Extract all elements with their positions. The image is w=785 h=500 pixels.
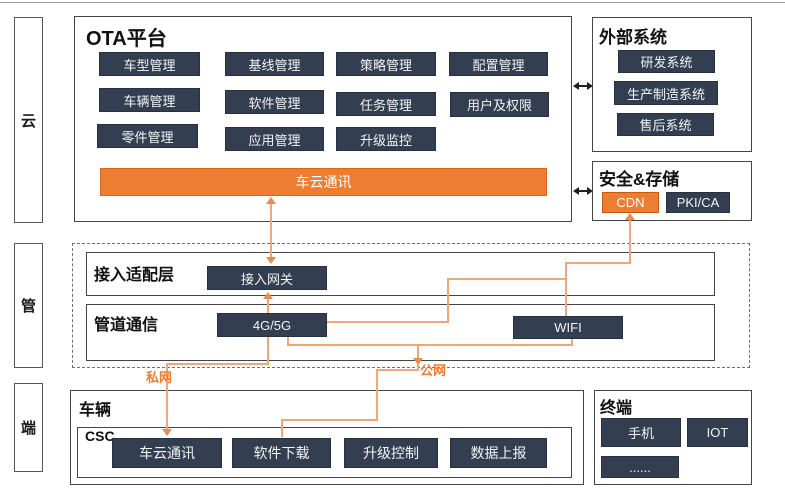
- cdn-button: CDN: [602, 192, 659, 213]
- pipe-comm-title: 管道通信: [94, 317, 159, 334]
- wifi-button: WIFI: [513, 316, 623, 339]
- bidirectional-arrow-external: [573, 82, 579, 90]
- bidirectional-arrow-security: [578, 190, 589, 192]
- access-gateway-button: 接入网关: [207, 266, 327, 290]
- ota-module-button: 策略管理: [336, 52, 436, 76]
- connector-line: [281, 419, 378, 421]
- pipe-layer-dashed-box: [72, 243, 750, 368]
- cellular-4g5g-button: 4G/5G: [217, 313, 327, 337]
- cloud-comm-bus: 车云通讯: [100, 168, 547, 196]
- connector-line: [281, 419, 283, 437]
- arrowhead: [266, 197, 276, 204]
- bidirectional-arrow-security: [573, 187, 579, 195]
- csc-module-button: 升级控制: [344, 438, 438, 468]
- connector-line: [166, 363, 168, 430]
- public-net-label: 公网: [420, 363, 447, 378]
- arrowhead: [266, 257, 276, 264]
- connector-line: [327, 321, 449, 323]
- csc-module-button: 数据上报: [450, 438, 547, 468]
- external-systems-title: 外部系统: [599, 28, 667, 47]
- ota-module-button: 车型管理: [99, 52, 200, 76]
- ota-module-button: 升级监控: [336, 127, 436, 151]
- ota-module-button: 应用管理: [225, 127, 324, 151]
- connector-line: [376, 369, 378, 421]
- connector-line: [166, 363, 269, 365]
- connector-line: [287, 344, 418, 346]
- layer-label-cloud: 云: [14, 17, 43, 223]
- terminal-device-button: IOT: [687, 418, 748, 447]
- external-system-button: 研发系统: [618, 50, 715, 73]
- ota-module-button: 车辆管理: [99, 88, 200, 112]
- connector-line: [287, 337, 289, 346]
- arrowhead: [263, 292, 273, 299]
- csc-module-button: 车云通讯: [112, 438, 222, 468]
- vehicle-title: 车辆: [79, 402, 112, 419]
- layer-label-device: 端: [14, 383, 43, 472]
- ota-module-button: 基线管理: [225, 52, 324, 76]
- connector-line: [417, 344, 573, 346]
- access-adapter-box: [86, 252, 715, 296]
- arrowhead: [625, 213, 635, 220]
- connector-line: [629, 220, 631, 264]
- ota-module-button: 任务管理: [336, 92, 436, 116]
- ota-platform-title: OTA平台: [86, 28, 167, 50]
- private-net-label: 私网: [146, 370, 173, 385]
- connector-line: [447, 278, 566, 280]
- connector-line: [417, 344, 419, 371]
- ota-module-button: 配置管理: [449, 52, 548, 76]
- connector-line: [571, 339, 573, 346]
- top-border-line: [0, 2, 785, 3]
- pki-ca-button: PKI/CA: [666, 192, 730, 213]
- connector-line: [270, 203, 272, 257]
- terminal-device-button: 手机: [601, 418, 681, 447]
- bidirectional-arrow-external: [587, 82, 593, 90]
- external-system-button: 生产制造系统: [614, 81, 718, 105]
- connector-line: [565, 262, 567, 318]
- connector-line: [565, 262, 631, 264]
- access-adapter-title: 接入适配层: [94, 267, 175, 284]
- connector-line: [376, 369, 419, 371]
- arrowhead: [162, 429, 172, 436]
- terminal-device-button: ......: [601, 456, 679, 478]
- security-storage-title: 安全&存储: [599, 170, 680, 189]
- connector-line: [447, 278, 449, 323]
- ota-module-button: 用户及权限: [450, 92, 549, 117]
- terminal-title: 终端: [600, 400, 633, 417]
- layer-label-pipe: 管: [14, 243, 43, 368]
- arrowhead: [413, 358, 423, 365]
- bidirectional-arrow-security: [587, 187, 593, 195]
- csc-module-button: 软件下载: [232, 438, 331, 468]
- ota-module-button: 零件管理: [97, 124, 198, 148]
- csc-label: CSC: [85, 428, 115, 444]
- bidirectional-arrow-external: [578, 85, 589, 87]
- ota-module-button: 软件管理: [225, 90, 324, 114]
- external-system-button: 售后系统: [617, 113, 714, 136]
